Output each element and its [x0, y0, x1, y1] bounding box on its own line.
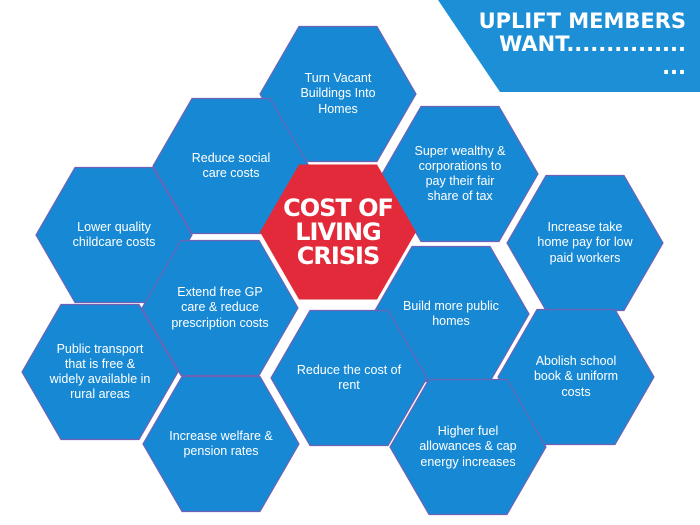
hex-turn-vacant-buildings: [259, 25, 417, 163]
hex-cost-of-living-crisis: [260, 164, 416, 300]
banner-line-3: ...: [662, 55, 686, 79]
hex-extend-free-gp-care: [141, 239, 299, 377]
banner-line-1: UPLIFT MEMBERS: [478, 9, 686, 33]
hex-increase-welfare-pension: [142, 375, 300, 513]
banner-line-2: WANT...............: [499, 32, 686, 56]
banner-background: [438, 0, 700, 92]
hex-increase-take-home-pay: [506, 174, 664, 312]
hex-public-transport: [21, 303, 179, 441]
hex-higher-fuel-allowances: [389, 378, 547, 516]
hex-reduce-cost-of-rent: [270, 309, 428, 447]
hex-abolish-school-costs: [497, 308, 655, 446]
